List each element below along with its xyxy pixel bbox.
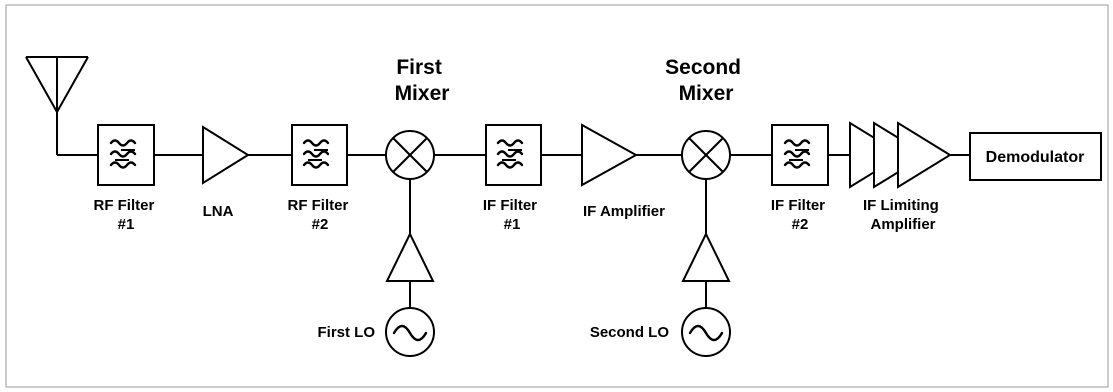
- rf-filter-1-label-line2: #1: [118, 216, 135, 233]
- diagram-frame: [5, 4, 1109, 388]
- if-filter-2-block: [771, 124, 829, 186]
- first-mixer-title: First Mixer: [395, 56, 450, 105]
- rf-filter-1-label: RF Filter #1: [93, 197, 158, 233]
- if-filter-1-block: [485, 124, 542, 186]
- if-filter-2-label-line1: IF Filter: [771, 197, 825, 214]
- if-limiting-amplifier-icon: [849, 121, 952, 189]
- if-amplifier-icon: [581, 123, 639, 187]
- rf-filter-1-block: [97, 124, 155, 186]
- if-filter-2-label: IF Filter #2: [771, 197, 829, 233]
- antenna-icon: [25, 56, 89, 155]
- first-mixer-icon: [385, 130, 435, 180]
- rf-filter-2-block: [291, 124, 348, 186]
- if-filter-1-label-line2: #1: [504, 216, 521, 233]
- lna-amplifier-icon: [202, 125, 250, 185]
- first-lo-amplifier-icon: [385, 231, 435, 282]
- if-limiting-amplifier-label-line2: Amplifier: [870, 216, 935, 233]
- rf-filter-2-label-line2: #2: [312, 216, 329, 233]
- if-filter-2-label-line2: #2: [792, 216, 809, 233]
- rf-filter-1-label-line1: RF Filter: [93, 197, 154, 214]
- if-limiting-amplifier-label: IF Limiting Amplifier: [863, 197, 943, 233]
- first-lo-oscillator-icon: [385, 307, 435, 357]
- second-mixer-title-line1: Second: [665, 56, 741, 79]
- second-lo-amplifier-icon: [681, 231, 731, 282]
- lna-label: LNA: [203, 203, 234, 220]
- second-lo-oscillator-icon: [681, 307, 731, 357]
- if-filter-1-label: IF Filter #1: [483, 197, 541, 233]
- second-mixer-title: Second Mixer: [665, 56, 747, 105]
- rf-filter-2-label-line1: RF Filter: [287, 197, 348, 214]
- if-filter-1-label-line1: IF Filter: [483, 197, 537, 214]
- first-lo-label: First LO: [317, 324, 375, 341]
- second-mixer-icon: [681, 130, 731, 180]
- demodulator-label: Demodulator: [986, 149, 1085, 166]
- if-amplifier-label: IF Amplifier: [583, 203, 665, 220]
- demodulator-block: [969, 132, 1102, 181]
- second-mixer-title-line2: Mixer: [679, 82, 734, 105]
- second-lo-label: Second LO: [590, 324, 670, 341]
- if-limiting-amplifier-label-line1: IF Limiting: [863, 197, 939, 214]
- first-mixer-title-line2: Mixer: [395, 82, 450, 105]
- first-mixer-title-line1: First: [396, 56, 442, 79]
- rf-filter-2-label: RF Filter #2: [287, 197, 352, 233]
